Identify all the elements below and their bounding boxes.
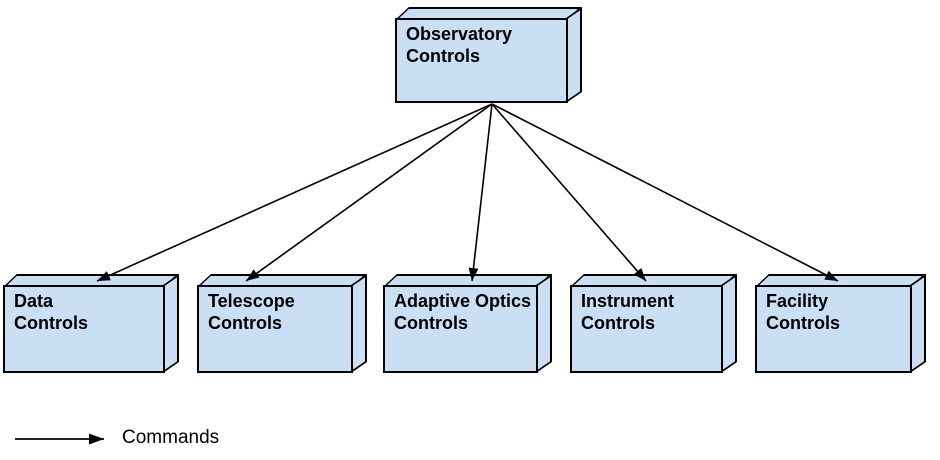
node-label: Observatory Controls (406, 24, 513, 66)
node-facility-controls: Facility Controls (755, 274, 926, 373)
node-label: Data Controls (14, 291, 88, 333)
edge-observatory-to-adaptive-optics (468, 103, 493, 282)
node-telescope-controls: Telescope Controls (197, 274, 367, 373)
node-front-face: Facility Controls (755, 285, 912, 373)
edge-observatory-to-telescope (245, 103, 493, 282)
node-front-face: Adaptive Optics Controls (383, 285, 538, 373)
node-side-face (566, 7, 582, 104)
node-front-face: Telescope Controls (197, 285, 353, 373)
node-instrument-controls: Instrument Controls (570, 274, 737, 373)
edge-observatory-to-data (96, 103, 493, 282)
legend-label: Commands (122, 427, 220, 448)
node-data-controls: Data Controls (3, 274, 179, 373)
edge-observatory-to-facility (491, 103, 839, 282)
node-observatory-controls: Observatory Controls (395, 7, 582, 104)
node-front-face: Instrument Controls (570, 285, 723, 373)
node-adaptive-optics-controls: Adaptive Optics Controls (383, 274, 552, 373)
node-front-face: Data Controls (3, 285, 165, 373)
node-side-face (351, 274, 367, 373)
node-label: Instrument Controls (581, 291, 675, 333)
commands-arrow-icon (15, 433, 104, 445)
node-side-face (536, 274, 552, 373)
edge-observatory-to-instrument (491, 103, 647, 282)
node-label: Facility Controls (766, 291, 840, 333)
node-side-face (910, 274, 926, 373)
node-label: Adaptive Optics Controls (394, 291, 532, 333)
node-side-face (721, 274, 737, 373)
node-front-face: Observatory Controls (395, 18, 568, 103)
node-label: Telescope Controls (208, 291, 295, 333)
node-side-face (163, 274, 179, 373)
